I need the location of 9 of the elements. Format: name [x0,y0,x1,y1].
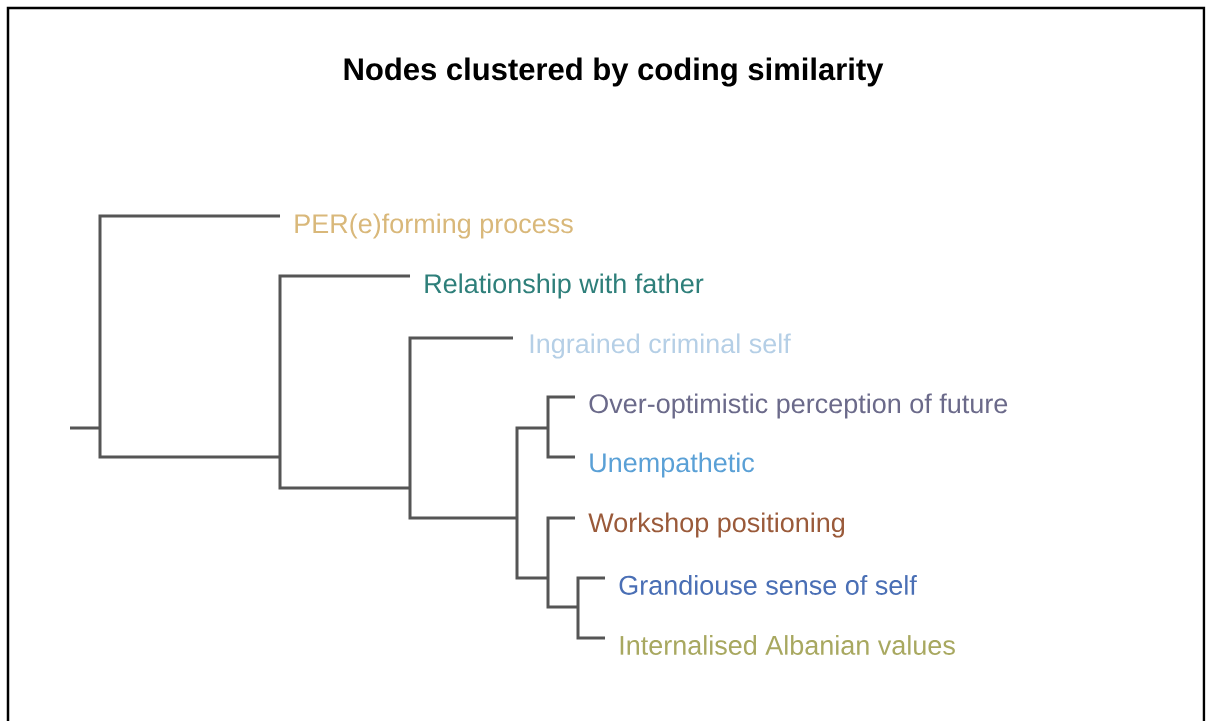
leaf-label: Ingrained criminal self [530,333,791,359]
leaf-label: Relationship with father [425,273,704,299]
leaf-label: Workshop positioning [588,512,845,538]
title: Nodes clustered by coding similarity [344,57,884,87]
leaf-label: Over-optimistic perception of future [589,393,1008,419]
leaf-label: PER(e)forming process [295,213,573,239]
leaf-label: Internalised Albanian values [620,635,955,655]
leaf-label: Unempathetic [590,452,755,478]
leaf-label: Grandiouse sense of self [619,575,917,595]
